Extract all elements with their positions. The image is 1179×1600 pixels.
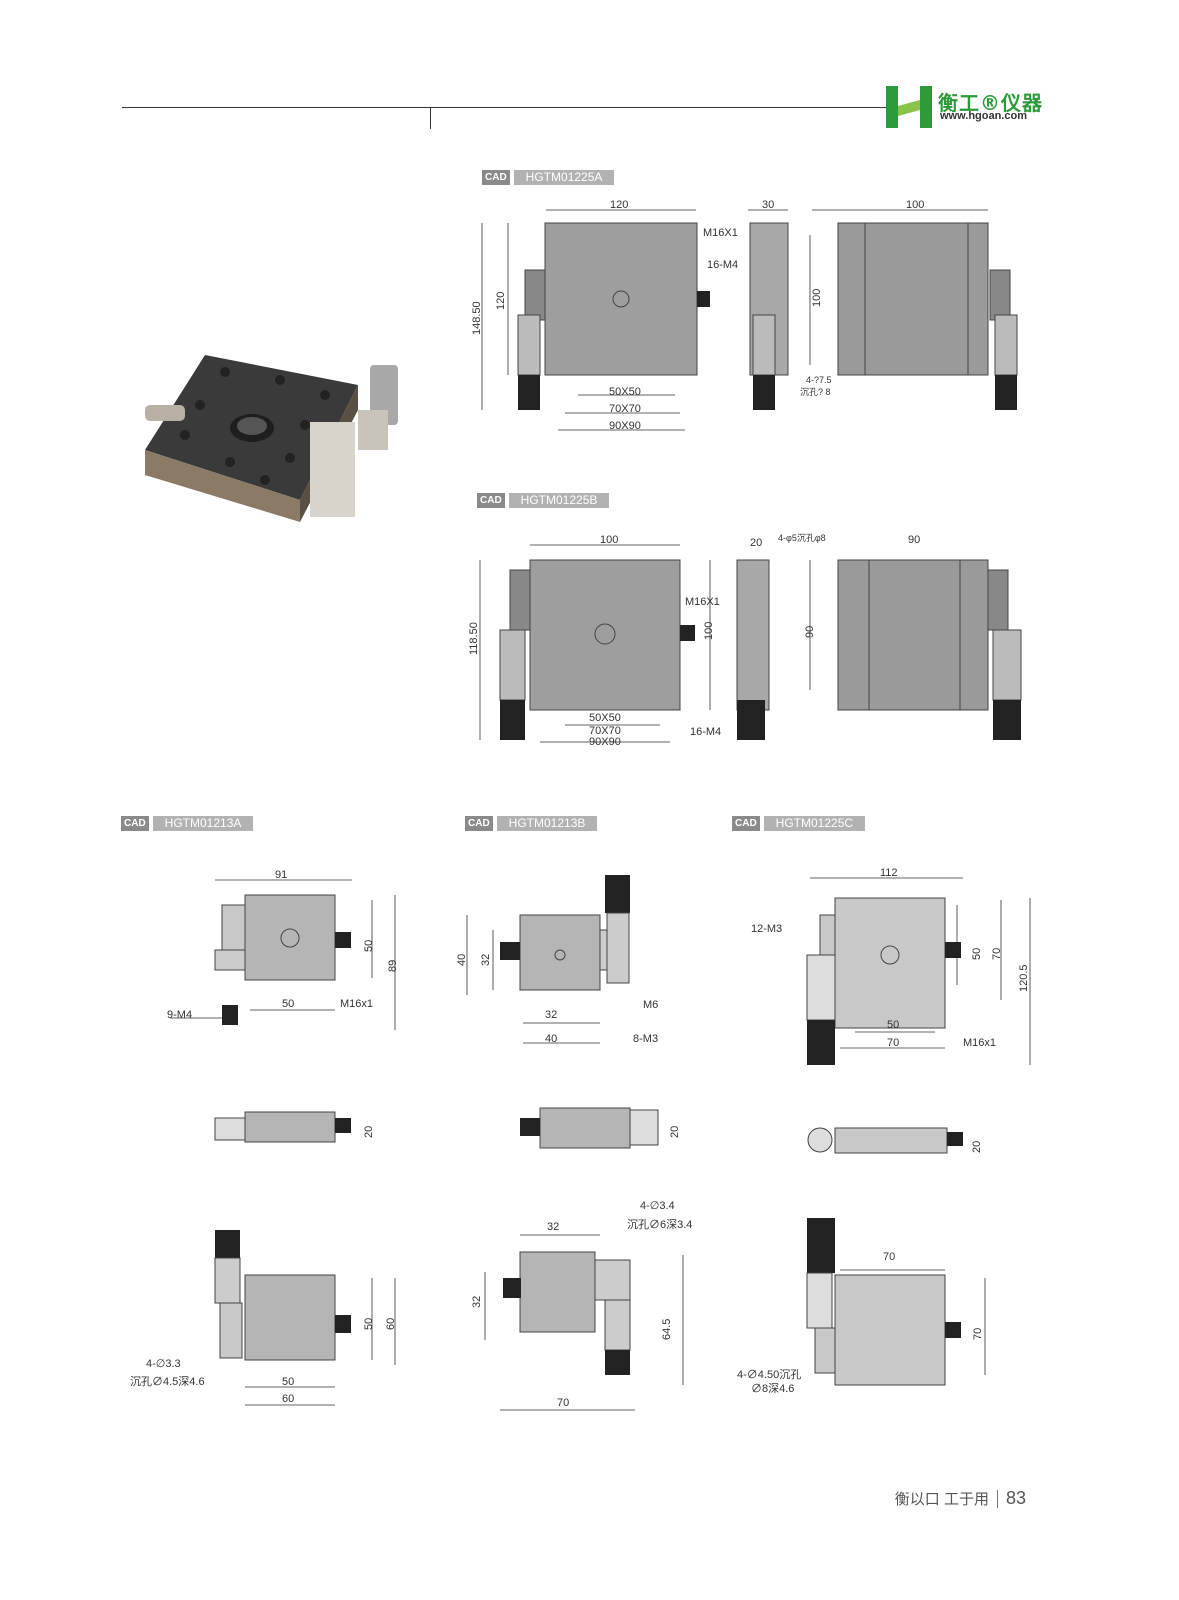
dim-label: 50	[887, 1019, 899, 1031]
brand-name: 衡工®仪器	[938, 91, 1043, 115]
cad-tag-hgtm01213b: CAD HGTM01213B	[465, 816, 598, 831]
dim-label: 32	[471, 1296, 483, 1308]
dim-label: 20	[669, 1126, 681, 1138]
dim-label: 12-M3	[751, 923, 782, 935]
dim-label: M16x1	[963, 1037, 996, 1049]
dim-label: 40	[545, 1033, 557, 1045]
dim-label: 40	[456, 954, 468, 966]
dim-label: M16X1	[685, 596, 720, 608]
dim-label: 沉孔? 8	[800, 387, 831, 397]
drawing-hgtm01225a: 120 30 100 148.50 120 100 M16X1 16-M4 50…	[471, 199, 1018, 432]
dim-label: 90	[908, 534, 920, 546]
dim-label: 60	[282, 1393, 294, 1405]
dim-label: 100	[811, 289, 823, 307]
brand-logo-icon	[886, 86, 932, 128]
brand-url: www.hgoan.com	[940, 110, 1027, 122]
dim-label: 118.50	[468, 622, 480, 655]
cad-tag-hgtm01225b: CAD HGTM01225B	[477, 493, 610, 508]
dim-label: 50	[971, 948, 983, 960]
model-name[interactable]: HGTM01213A	[152, 816, 254, 831]
model-name[interactable]: HGTM01225A	[513, 170, 615, 185]
dim-label: 90X90	[589, 736, 621, 748]
dim-label: 70	[887, 1037, 899, 1049]
dim-label: M6	[643, 999, 658, 1011]
dim-label: 20	[971, 1141, 983, 1153]
dim-label: 30	[762, 199, 774, 211]
dim-label: 70	[972, 1328, 984, 1340]
dim-label: 20	[750, 537, 762, 549]
drawing-hgtm01213b: 40 32 M6 32 40 8-M3 20 4-∅3.4 沉孔∅6深3.4 3…	[456, 875, 692, 1411]
product-photo	[145, 355, 398, 522]
dim-label: 50	[282, 1376, 294, 1388]
cad-badge: CAD	[121, 816, 149, 831]
dim-label: M16x1	[340, 998, 373, 1010]
dim-label: 9-M4	[167, 1009, 192, 1021]
dim-label: 50	[363, 1318, 375, 1330]
drawing-hgtm01225c: 112 12-M3 50 70 120.5 50 70 M16x1 20 70 …	[737, 867, 1031, 1395]
dim-label: 120	[495, 292, 507, 310]
dim-label: 70X70	[589, 725, 621, 737]
dim-label: 89	[387, 960, 399, 972]
header-rule	[122, 107, 890, 108]
dim-label: 60	[385, 1318, 397, 1330]
drawing-hgtm01225b: 100 20 4-φ5沉孔φ8 90 118.50 100 90 M16X1 5…	[468, 533, 1022, 748]
dim-label: 70X70	[609, 403, 641, 415]
drawing-hgtm01213a: 91 50 89 9-M4 50 M16x1 20 4-∅3.3 沉孔∅4.5深…	[130, 869, 399, 1406]
dim-label: 112	[880, 867, 898, 879]
dim-label: 沉孔∅6深3.4	[627, 1218, 692, 1231]
dim-label: 8-M3	[633, 1033, 658, 1045]
cad-badge: CAD	[732, 816, 760, 831]
dim-label: ∅8深4.6	[751, 1382, 794, 1395]
dim-label: 120	[610, 199, 628, 211]
cad-tag-hgtm01213a: CAD HGTM01213A	[121, 816, 254, 831]
dim-label: 50	[363, 940, 375, 952]
dim-label: 16-M4	[690, 726, 721, 738]
dim-label: 100	[600, 534, 618, 546]
dim-label: 32	[545, 1009, 557, 1021]
dim-label: 91	[275, 869, 287, 881]
footer-separator	[996, 1489, 998, 1508]
dim-label: 50X50	[589, 712, 621, 724]
dim-label: 90X90	[609, 420, 641, 432]
dim-label: 16-M4	[707, 259, 738, 271]
dim-label: 100	[703, 622, 715, 640]
dim-label: 64.5	[661, 1319, 673, 1340]
dim-label: 70	[991, 948, 1003, 960]
dim-label: 4-φ5沉孔φ8	[778, 533, 826, 543]
dim-label: M16X1	[703, 227, 738, 239]
dim-label: 90	[804, 626, 816, 638]
dim-label: 50X50	[609, 386, 641, 398]
model-name[interactable]: HGTM01225C	[763, 816, 866, 831]
dim-label: 32	[547, 1221, 559, 1233]
dim-label: 148.50	[471, 301, 483, 335]
header-divider	[430, 107, 431, 129]
dim-label: 4-?7.5	[806, 375, 832, 385]
dim-label: 4-∅4.50沉孔	[737, 1368, 801, 1381]
dim-label: 120.5	[1018, 964, 1030, 992]
dim-label: 4-∅3.3	[146, 1358, 181, 1370]
page-footer: 衡以口 工于用 83	[895, 1488, 1026, 1509]
cad-badge: CAD	[482, 170, 510, 185]
dim-label: 100	[906, 199, 924, 211]
dim-label: 32	[480, 954, 492, 966]
model-name[interactable]: HGTM01225B	[508, 493, 610, 508]
dim-label: 50	[282, 998, 294, 1010]
cad-badge: CAD	[465, 816, 493, 831]
dim-label: 70	[557, 1397, 569, 1409]
footer-slogan: 衡以口 工于用	[894, 1491, 989, 1508]
dim-label: 4-∅3.4	[640, 1200, 675, 1212]
cad-badge: CAD	[477, 493, 505, 508]
cad-tag-hgtm01225c: CAD HGTM01225C	[732, 816, 866, 831]
dim-label: 沉孔∅4.5深4.6	[130, 1375, 205, 1388]
model-name[interactable]: HGTM01213B	[496, 816, 598, 831]
dim-label: 70	[883, 1251, 895, 1263]
cad-tag-hgtm01225a: CAD HGTM01225A	[482, 170, 615, 185]
page-number: 83	[1005, 1488, 1026, 1508]
dim-label: 20	[363, 1126, 375, 1138]
